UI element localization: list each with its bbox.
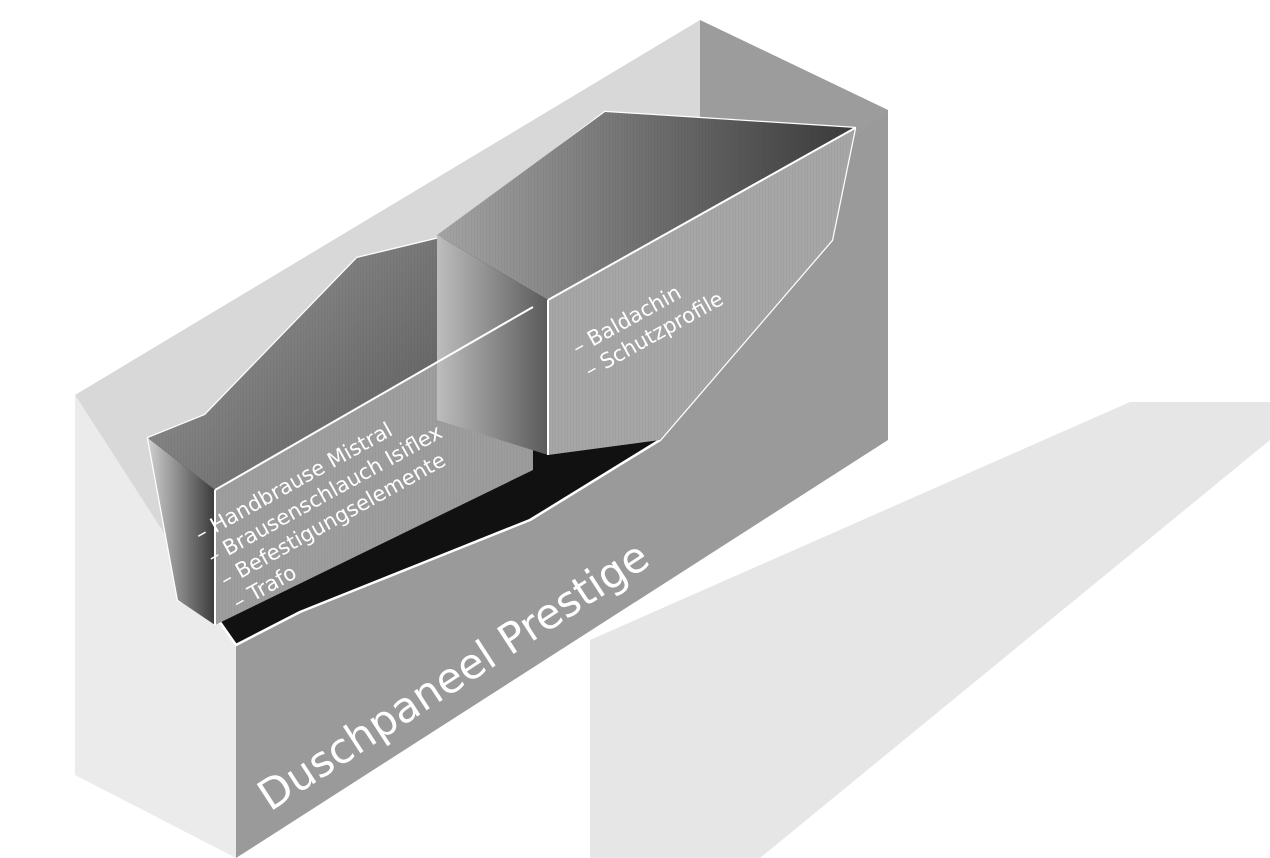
left-box-top-hatch: [148, 238, 533, 490]
edge-lines-2: [547, 127, 856, 301]
edge-lines: [214, 306, 534, 491]
cavity-left-wall: [148, 438, 215, 625]
right-box-front-hatch: [548, 128, 855, 455]
ground-shadow: [590, 402, 1270, 858]
panel-left-face: [75, 395, 236, 858]
right-box-left-side: [437, 235, 548, 455]
right-box-top-hatch: [437, 112, 855, 300]
